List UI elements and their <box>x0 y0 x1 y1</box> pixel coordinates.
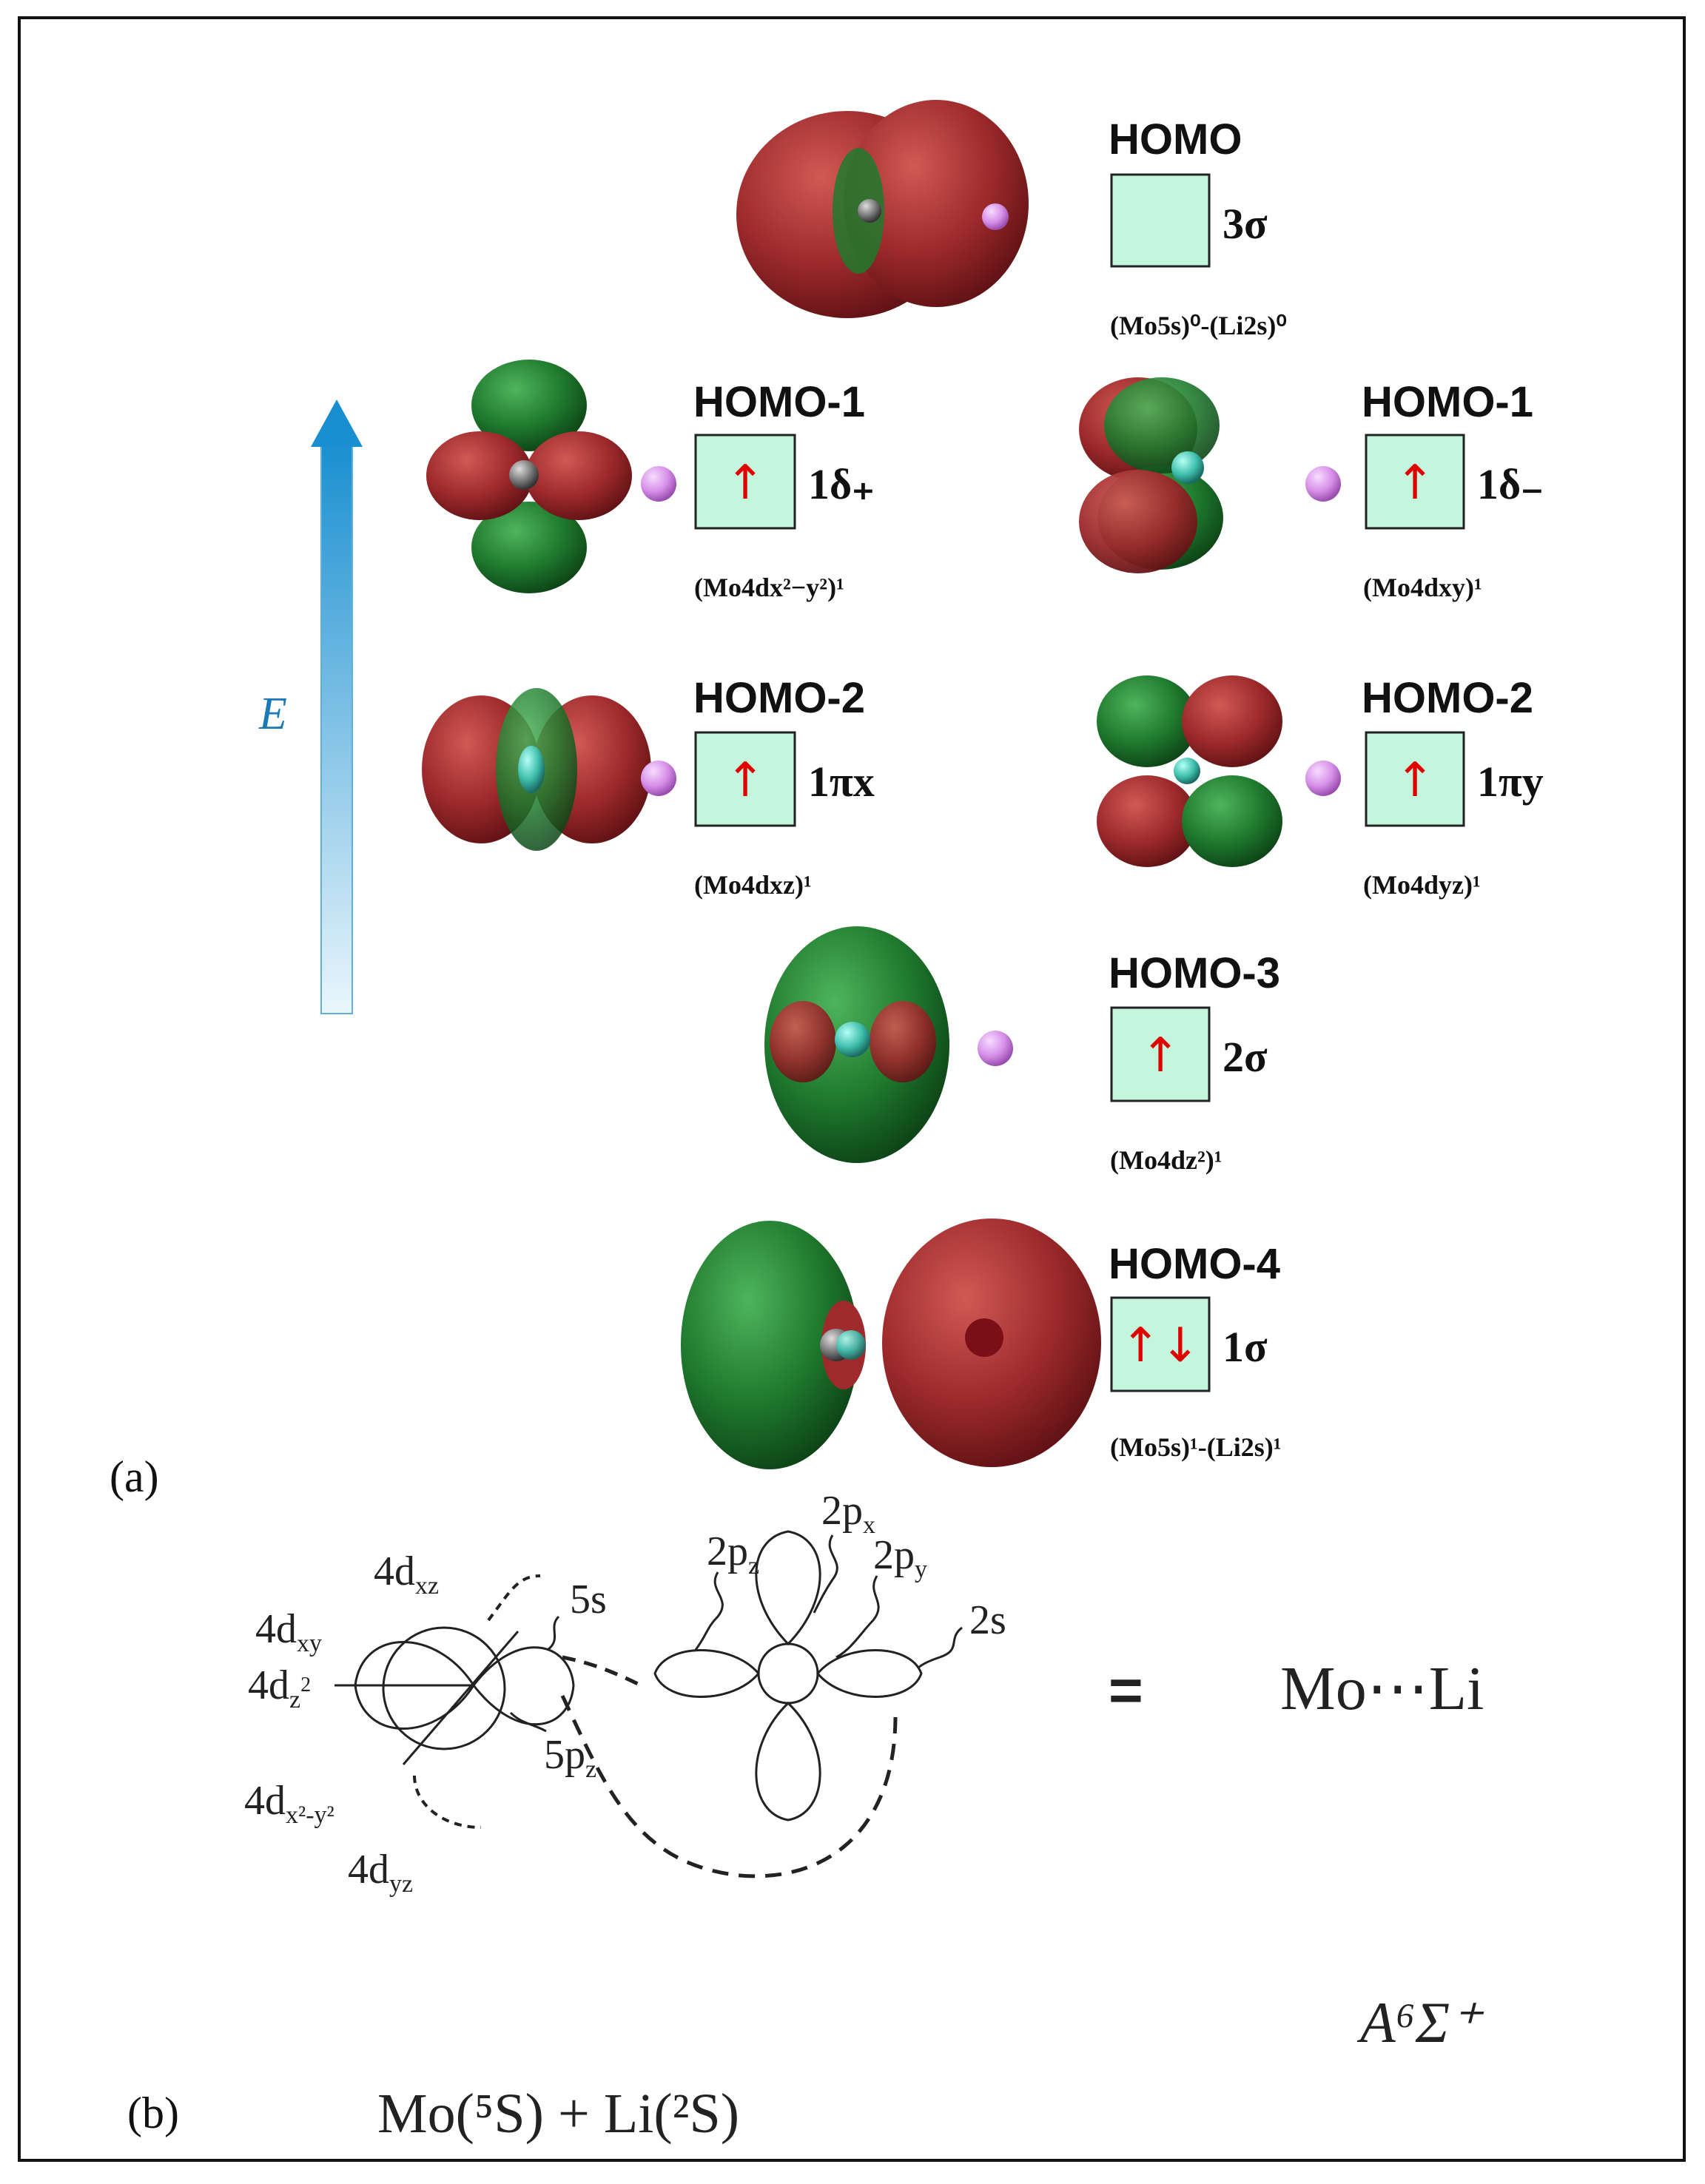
symmetry-label: 1δ₊ <box>808 460 875 508</box>
configuration-label: (Mo5s)¹-(Li2s)¹ <box>1110 1432 1282 1462</box>
orbital-homo-2-pi-y: HOMO-2 ↑ 1πy (Mo4dyz)¹ <box>1097 674 1544 900</box>
li-atom <box>641 761 676 796</box>
pi-x-isosurface <box>422 688 676 851</box>
label-2px: 2px <box>821 1488 875 1539</box>
orbital-homo-4: HOMO-4 ↑↓ 1σ (Mo5s)¹-(Li2s)¹ <box>681 1219 1282 1469</box>
orbital-homo-3: HOMO-3 ↑ 2σ (Mo4dz²)¹ <box>764 926 1280 1175</box>
spin-arrow: ↑ <box>1395 753 1435 808</box>
label-4dx2-y2: 4dx²-y² <box>244 1778 334 1829</box>
label-4dz2: 4dz2 <box>248 1662 311 1713</box>
orbital-label: HOMO-2 <box>1362 674 1533 722</box>
panel-a-label: (a) <box>110 1452 159 1501</box>
spin-arrow: ↑ <box>1140 1028 1180 1083</box>
li-2s-core <box>757 1642 819 1705</box>
li-atom <box>1305 466 1341 502</box>
spin-arrow: ↑ <box>725 753 765 808</box>
occupancy-box <box>1110 1006 1211 1102</box>
spin-arrow: ↑ <box>725 456 765 510</box>
symmetry-label: 3σ <box>1223 200 1268 248</box>
li-2px-lobe-lower <box>755 1701 821 1821</box>
bond-arrow <box>560 1694 898 1878</box>
reactants-label: Mo(⁵S) + Li(²S) <box>377 2083 739 2145</box>
symmetry-label: 1πy <box>1477 758 1544 806</box>
occupancy-box <box>694 434 796 530</box>
configuration-label: (Mo4dxy)¹ <box>1363 573 1482 602</box>
scheme-labels: 4dxz 4dxy 4dz2 4dx²-y² 4dyz 5s 5pz 2px 2… <box>244 1488 1484 2145</box>
label-5s: 5s <box>570 1577 607 1622</box>
symmetry-label: 1δ₋ <box>1477 460 1544 508</box>
label-2pz: 2pz <box>707 1529 759 1580</box>
occupancy-box <box>1110 173 1211 268</box>
occupancy-box <box>694 731 796 827</box>
symmetry-label: 1σ <box>1223 1323 1268 1371</box>
orbital-homo-1-delta-minus: HOMO-1 ↑ 1δ₋ (Mo4dxy)¹ <box>1079 377 1544 602</box>
occupancy-box <box>1365 434 1465 530</box>
product-label: Mo⋯Li <box>1280 1654 1484 1723</box>
equals-sign: = <box>1109 1657 1143 1723</box>
orbital-label: HOMO-4 <box>1109 1240 1280 1288</box>
state-label: A⁶Σ⁺ <box>1356 1990 1484 2055</box>
li-atom <box>982 203 1009 230</box>
li-2px-lobe <box>755 1530 821 1646</box>
configuration-label: (Mo4dx²−y²)¹ <box>694 573 844 602</box>
delta-minus-isosurface <box>1079 377 1341 573</box>
li-2pz-lobe <box>653 1649 760 1698</box>
energy-axis: E <box>258 400 363 1014</box>
spin-arrow: ↑ <box>1395 456 1435 510</box>
orbital-label: HOMO-2 <box>693 674 865 722</box>
label-4dxz: 4dxz <box>374 1548 439 1600</box>
panel-b-label: (b) <box>127 2089 179 2137</box>
homo-isosurface <box>736 100 1029 318</box>
symmetry-label: 1πx <box>808 758 875 806</box>
label-4dxy: 4dxy <box>255 1606 322 1657</box>
orbital-label: HOMO-1 <box>693 378 865 426</box>
occupancy-box <box>1365 731 1465 827</box>
homo-4-isosurface <box>681 1219 1101 1469</box>
orbital-label: HOMO-1 <box>1362 378 1533 426</box>
spin-arrow: ↑↓ <box>1120 1318 1200 1373</box>
label-2py: 2py <box>873 1532 927 1583</box>
orbital-label: HOMO <box>1109 115 1242 164</box>
configuration-label: (Mo4dxz)¹ <box>694 870 812 900</box>
orbital-homo: HOMO 3σ (Mo5s)⁰-(Li2s)⁰ <box>736 100 1287 340</box>
symmetry-label: 2σ <box>1223 1033 1268 1081</box>
label-5pz: 5pz <box>544 1732 596 1783</box>
configuration-label: (Mo5s)⁰-(Li2s)⁰ <box>1110 311 1287 340</box>
orbital-homo-1-delta-plus: HOMO-1 ↑ 1δ₊ (Mo4dx²−y²)¹ <box>426 360 875 602</box>
mo-5pz-lobe-right <box>472 1646 575 1725</box>
pi-y-isosurface <box>1097 675 1341 867</box>
homo-3-isosurface <box>764 926 1013 1163</box>
orbital-homo-2-pi-x: HOMO-2 ↑ 1πx (Mo4dxz)¹ <box>422 674 875 900</box>
li-atom <box>641 466 676 502</box>
mo-5s-orbital <box>382 1626 506 1750</box>
figure-frame <box>18 16 1686 2162</box>
energy-arrow-head <box>311 400 363 447</box>
configuration-label: (Mo4dz²)¹ <box>1110 1145 1223 1175</box>
configuration-label: (Mo4dyz)¹ <box>1363 870 1481 900</box>
li-atom <box>1305 761 1341 796</box>
energy-arrow-shaft <box>320 443 353 1014</box>
occupancy-box <box>1110 1296 1211 1392</box>
li-2py-lobe <box>816 1649 923 1698</box>
label-4dyz: 4dyz <box>348 1847 413 1898</box>
orbital-label: HOMO-3 <box>1109 949 1280 997</box>
li-atom <box>965 1318 1003 1357</box>
energy-label: E <box>258 689 287 739</box>
li-atom <box>978 1031 1013 1066</box>
bonding-scheme <box>334 1530 963 1878</box>
delta-plus-isosurface <box>426 360 676 593</box>
label-2s: 2s <box>969 1597 1006 1643</box>
